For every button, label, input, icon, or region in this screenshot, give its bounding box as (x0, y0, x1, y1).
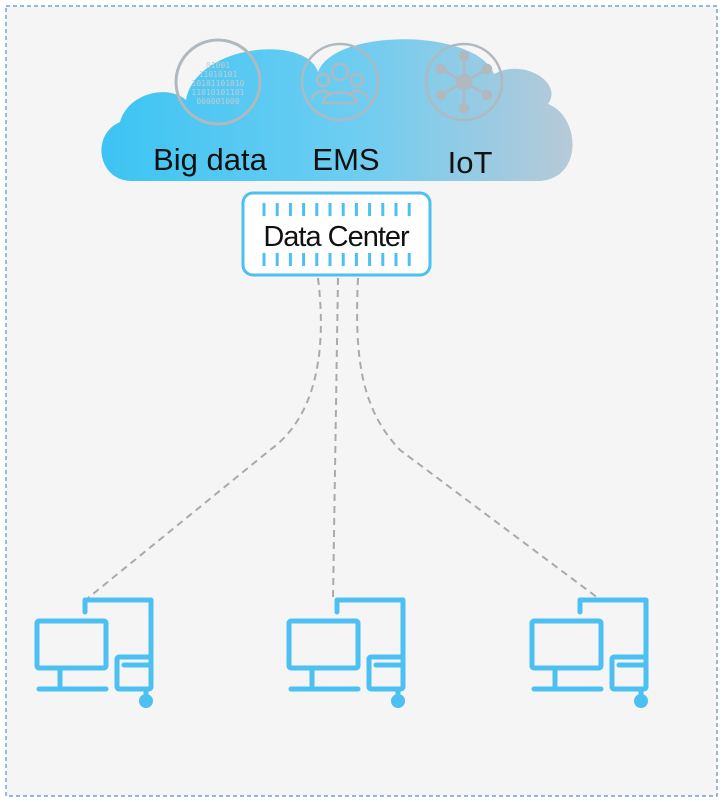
data-center-vents-top (262, 203, 411, 216)
users-group-icon (300, 42, 380, 122)
connector-left (87, 277, 322, 599)
network-hub-icon (424, 42, 504, 122)
connectors (87, 277, 599, 599)
connector-right (356, 277, 599, 599)
binary-text-line: 000001000 (196, 97, 240, 106)
computer-terminal-icon (34, 597, 154, 708)
binary-text-line: 10101101010 (192, 79, 245, 88)
binary-text-line: 11010101101 (192, 88, 245, 97)
data-center-label: Data Center (263, 221, 410, 253)
computer-terminal-icon (286, 597, 406, 708)
binary-text-line: 11010101 (199, 70, 238, 79)
ems-label: EMS (312, 142, 379, 177)
binary-text-line: 01001 (206, 61, 230, 70)
data-center-vents-bottom (262, 253, 411, 266)
cloud: 01001 11010101 10101101010 11010101101 0… (101, 38, 573, 181)
binary-data-icon: 01001 11010101 10101101010 11010101101 0… (174, 38, 262, 126)
connector-middle (332, 277, 339, 599)
data-center: Data Center (241, 191, 432, 277)
iot-label: IoT (448, 145, 493, 180)
computer-terminal-icon (529, 597, 649, 708)
big-data-label: Big data (153, 142, 268, 177)
cloud-shape (101, 39, 573, 181)
